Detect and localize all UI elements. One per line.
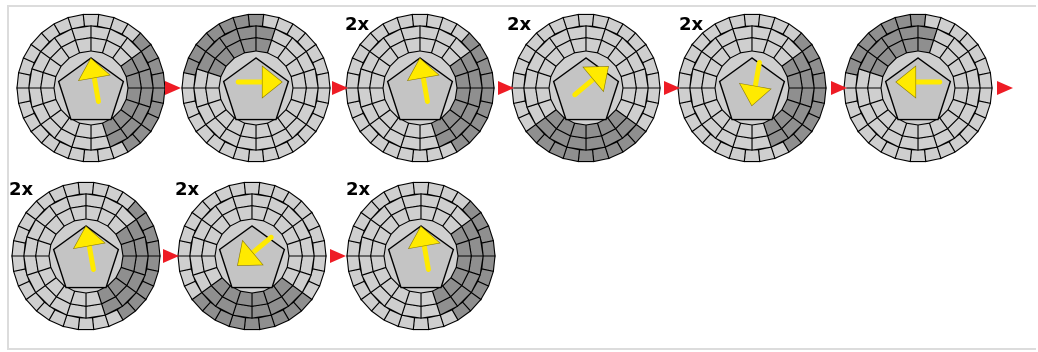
megaminx-step-3 [346, 14, 494, 161]
repeat-count-label: 2x [175, 179, 200, 200]
megaminx-step-2 [182, 14, 330, 161]
megaminx-step-7 [12, 182, 160, 329]
repeat-count-label: 2x [679, 14, 704, 35]
repeat-count-label: 2x [345, 14, 370, 35]
megaminx-step-1 [17, 14, 165, 161]
next-step-arrow-icon [163, 249, 179, 263]
next-step-arrow-icon [332, 81, 348, 95]
megaminx-step-9 [347, 182, 495, 329]
repeat-count-label: 2x [9, 179, 34, 200]
next-step-arrow-icon [330, 249, 346, 263]
megaminx-step-6 [844, 14, 992, 161]
repeat-count-label: 2x [346, 179, 371, 200]
megaminx-step-5 [678, 14, 826, 161]
megaminx-step-8 [178, 182, 326, 329]
repeat-count-label: 2x [507, 14, 532, 35]
next-step-arrow-icon [165, 81, 181, 95]
next-step-arrow-icon [664, 81, 680, 95]
next-step-arrow-icon [997, 81, 1013, 95]
megaminx-step-4 [512, 14, 660, 161]
next-step-arrow-icon [498, 81, 514, 95]
